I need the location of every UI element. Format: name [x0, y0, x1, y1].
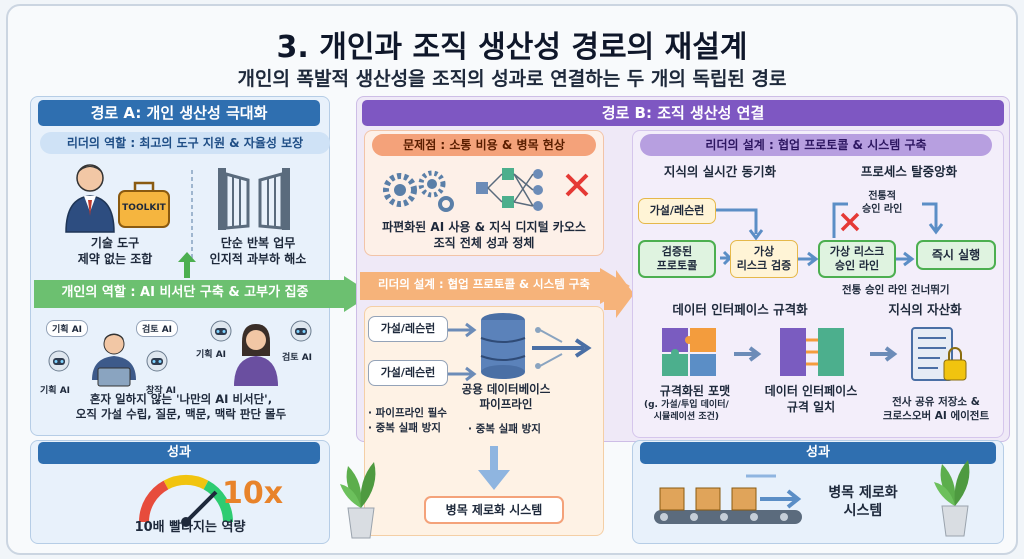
- down-arrow-icon: [478, 446, 510, 490]
- traditional-line-label: 전통적 승인 라인: [862, 191, 903, 215]
- virtual-risk-line-label: 가상 리스크 승인 라인: [829, 245, 885, 272]
- puzzle-icon-1: [662, 328, 716, 376]
- open-gate-icon: [218, 168, 290, 230]
- pipe-left-notes: · 파이프라인 필수 · 중복 실패 방지: [368, 407, 447, 434]
- robot-icon-2: [146, 350, 168, 372]
- individual-role-arrow: [34, 276, 372, 312]
- individual-role: 개인의 역할 : AI 비서단 구축 & 고부가 집중: [61, 285, 309, 300]
- leader-design-right: 리더의 설계 : 협업 프로토콜 & 시스템 구축: [640, 134, 992, 156]
- path-b-result-header: 성과: [640, 442, 996, 464]
- gauge-label: 10x: [222, 476, 284, 511]
- db-output-arrows-icon: [532, 327, 592, 369]
- database-icon: [480, 313, 526, 379]
- ai-chip-6: 검토 AI: [282, 353, 313, 363]
- puzzle-arrow-2: [870, 346, 898, 362]
- ai-chip-1: 기획 AI: [46, 320, 89, 337]
- ai-chip-3: 기획 AI: [40, 386, 71, 396]
- woman-icon: [234, 324, 278, 386]
- shared-repository-icon: [911, 327, 967, 381]
- leader-design-arrow: [360, 268, 630, 304]
- arrows-to-db-icon: [448, 322, 477, 382]
- path-a-header: 경로 A: 개인 생산성 극대화: [38, 100, 320, 126]
- ai-chip-4: 창작 AI: [146, 386, 177, 396]
- shared-repo-caption: 전사 공유 저장소 & 크로스오버 AI 에이전트: [882, 396, 990, 422]
- page-subtitle: 개인의 폭발적 생산성을 조직의 성과로 연결하는 두 개의 독립된 경로: [237, 68, 787, 90]
- chaotic-network-icon: [476, 168, 543, 211]
- path-a-leader-role: 리더의 역할 : 최고의 도구 지원 & 자율성 보장: [40, 132, 330, 154]
- bottleneck-system-box: 병목 제로화 시스템: [424, 496, 564, 524]
- process-title: 프로세스 탈중앙화: [860, 164, 958, 179]
- divider-line: [191, 170, 193, 260]
- leader-person-icon: [65, 164, 115, 233]
- speed-gauge-icon: [138, 474, 234, 527]
- immediate-execute-box: 즉시 실행: [916, 240, 996, 270]
- big-right-arrow: [604, 270, 634, 318]
- sync-hypothesis-box: 가설/레슨런: [638, 198, 716, 224]
- format-note: (g. 가설/투입 데이터/ 시뮬레이션 조건): [644, 400, 729, 422]
- problem-caption: 파편화된 AI 사용 & 지식 디지털 카오스 조직 전체 성과 정체: [382, 220, 586, 250]
- skip-caption: 전통 승인 라인 건너뛰기: [842, 284, 950, 296]
- toolkit-box: TOOLKIT: [118, 190, 170, 228]
- virtual-risk-line-box: 가상 리스크 승인 라인: [818, 240, 896, 278]
- virtual-risk-label: 가상 리스크 검증: [736, 245, 792, 272]
- plant-icon-mid: [340, 462, 376, 539]
- leader-design-panel: [632, 130, 1004, 438]
- problem-label: 문제점 : 소통 비용 & 병목 현상: [372, 134, 596, 156]
- approval-to-execute-arrow: [896, 251, 915, 267]
- puzzle-icon-2: [780, 328, 844, 376]
- plant-icon-right: [934, 460, 970, 537]
- page-title: 3. 개인과 조직 생산성 경로의 재설계: [276, 30, 748, 65]
- lessons-box-2: 가설/레슨런: [368, 360, 448, 386]
- toolkit-label: TOOLKIT: [122, 203, 166, 214]
- risk-to-approval-arrow: [798, 251, 819, 267]
- ai-chip-2: 검토 AI: [136, 320, 179, 337]
- skip-arrow-icon: [832, 202, 944, 238]
- sync-title: 지식의 실시간 동기화: [663, 164, 777, 179]
- routine-caption: 단순 반복 업무 인지적 과부하 해소: [209, 236, 307, 266]
- puzzle-arrow-1: [734, 346, 762, 362]
- pipe-right-notes: · 중복 실패 방지: [468, 423, 541, 435]
- gears-icon: [383, 170, 454, 212]
- path-a-result-header: 성과: [38, 442, 320, 464]
- sync-arrows-icon: [716, 208, 764, 266]
- format-caption: 규격화된 포맷: [659, 384, 731, 398]
- robot-icon-4: [290, 320, 312, 342]
- verified-protocol-label: 검증된 프로토콜: [656, 245, 698, 272]
- verified-protocol-box: 검증된 프로토콜: [638, 240, 716, 278]
- man-at-laptop-icon: [92, 333, 136, 387]
- data-interface-title: 데이터 인터페이스 규격화: [672, 302, 808, 317]
- interface-match: 데이터 인터페이스 규격 일치: [764, 384, 858, 414]
- leader-design-mid: 리더의 설계 : 협업 프로토콜 & 시스템 구축: [378, 277, 590, 291]
- path-b-result-caption: 병목 제로화 시스템: [828, 485, 898, 520]
- ai-chip-5: 기획 AI: [196, 350, 227, 360]
- virtual-risk-box: 가상 리스크 검증: [730, 240, 798, 278]
- tools-caption: 기술 도구 제약 없는 조합: [77, 236, 153, 266]
- knowledge-asset-title: 지식의 자산화: [888, 302, 962, 317]
- toolkit-handle-icon: [133, 181, 155, 192]
- robot-icon-3: [210, 320, 232, 342]
- error-x-icon: [565, 173, 589, 197]
- up-arrow-icon: [178, 252, 196, 278]
- individual-caption: 혼자 일하지 않는 '나만의 AI 비서단', 오직 가설 수립, 질문, 맥문…: [75, 392, 287, 421]
- path-b-header: 경로 B: 조직 생산성 연결: [362, 100, 1004, 126]
- conveyor-belt-icon: [654, 474, 802, 524]
- db-caption: 공용 데이터베이스 파이프라인: [461, 382, 551, 411]
- robot-icon-1: [48, 350, 70, 372]
- lessons-box-1: 가설/레슨런: [368, 316, 448, 342]
- path-a-result-caption: 10배 빨라지는 역량: [134, 520, 246, 535]
